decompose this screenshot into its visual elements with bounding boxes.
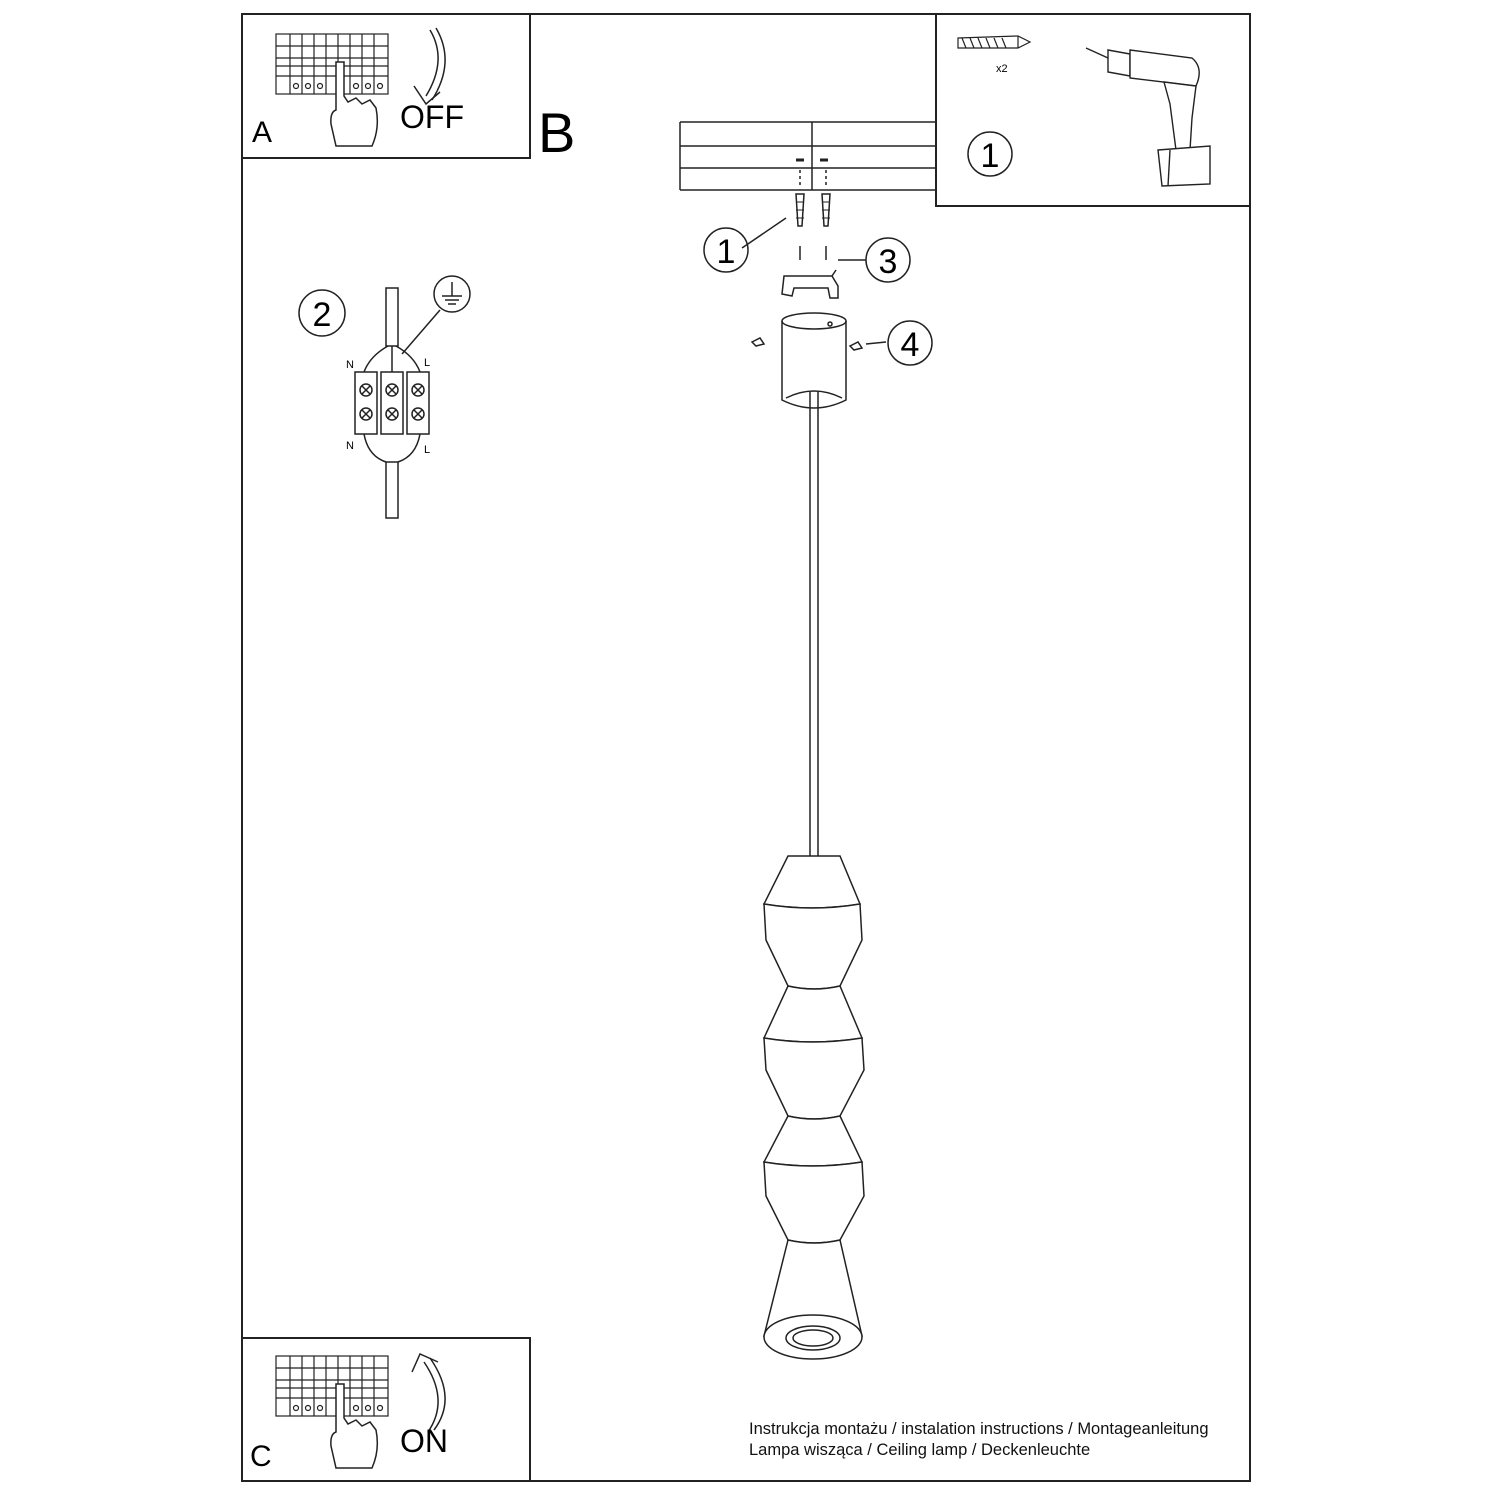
callout-4-line [865, 341, 887, 345]
hand-icon [330, 61, 379, 147]
l-bottom-label: L [424, 444, 430, 456]
n-bottom-label: N [346, 440, 354, 452]
callout-1-line [741, 217, 787, 249]
callout-screws-label: 4 [901, 326, 920, 364]
footer-line-1: Instrukcja montażu / instalation instruc… [749, 1420, 1209, 1438]
step-1-circle [967, 131, 1013, 177]
off-label: OFF [400, 99, 464, 135]
terminal-block-icon [354, 371, 430, 435]
screw-right [848, 341, 864, 351]
tools-step-label: 1 [981, 137, 1000, 175]
panel-b-letter: B [538, 101, 575, 164]
n-top-label: N [346, 359, 354, 371]
cable-top [363, 287, 421, 373]
ceiling [679, 121, 936, 191]
quantity-label: x2 [996, 63, 1008, 75]
ground-icon [401, 275, 471, 355]
panel-a-box [241, 13, 531, 159]
arrow-up-icon [411, 1353, 446, 1433]
wiring-step-label: 2 [313, 296, 332, 334]
callout-3-circle [865, 237, 911, 283]
tools-box [935, 13, 1251, 207]
l-top-label: L [424, 357, 430, 369]
bracket [781, 246, 839, 299]
panel-c-box [241, 1337, 531, 1482]
arrow-down-icon [413, 27, 446, 106]
outer-frame [241, 13, 1251, 1482]
callout-bracket-label: 3 [879, 243, 898, 281]
anchors [795, 170, 831, 227]
callout-4-circle [887, 320, 933, 366]
callout-anchors-label: 1 [717, 233, 736, 271]
lamp-body [762, 855, 865, 1360]
panel-a-letter: A [252, 116, 272, 149]
footer-line-2: Lampa wisząca / Ceiling lamp / Deckenleu… [749, 1441, 1091, 1459]
screw-left [750, 337, 766, 347]
step-2-circle [298, 289, 346, 337]
panel-c-letter: C [250, 1440, 272, 1473]
on-label: ON [400, 1423, 448, 1459]
breaker-icon [275, 1355, 389, 1417]
suspension-rod [809, 392, 819, 856]
wall-plug-icon [957, 35, 1032, 49]
hand-icon [330, 1383, 379, 1469]
breaker-icon [275, 33, 389, 95]
canopy [781, 312, 847, 409]
drill-icon [1085, 47, 1211, 187]
cable-bottom [363, 433, 421, 519]
callout-1-circle [703, 227, 749, 273]
